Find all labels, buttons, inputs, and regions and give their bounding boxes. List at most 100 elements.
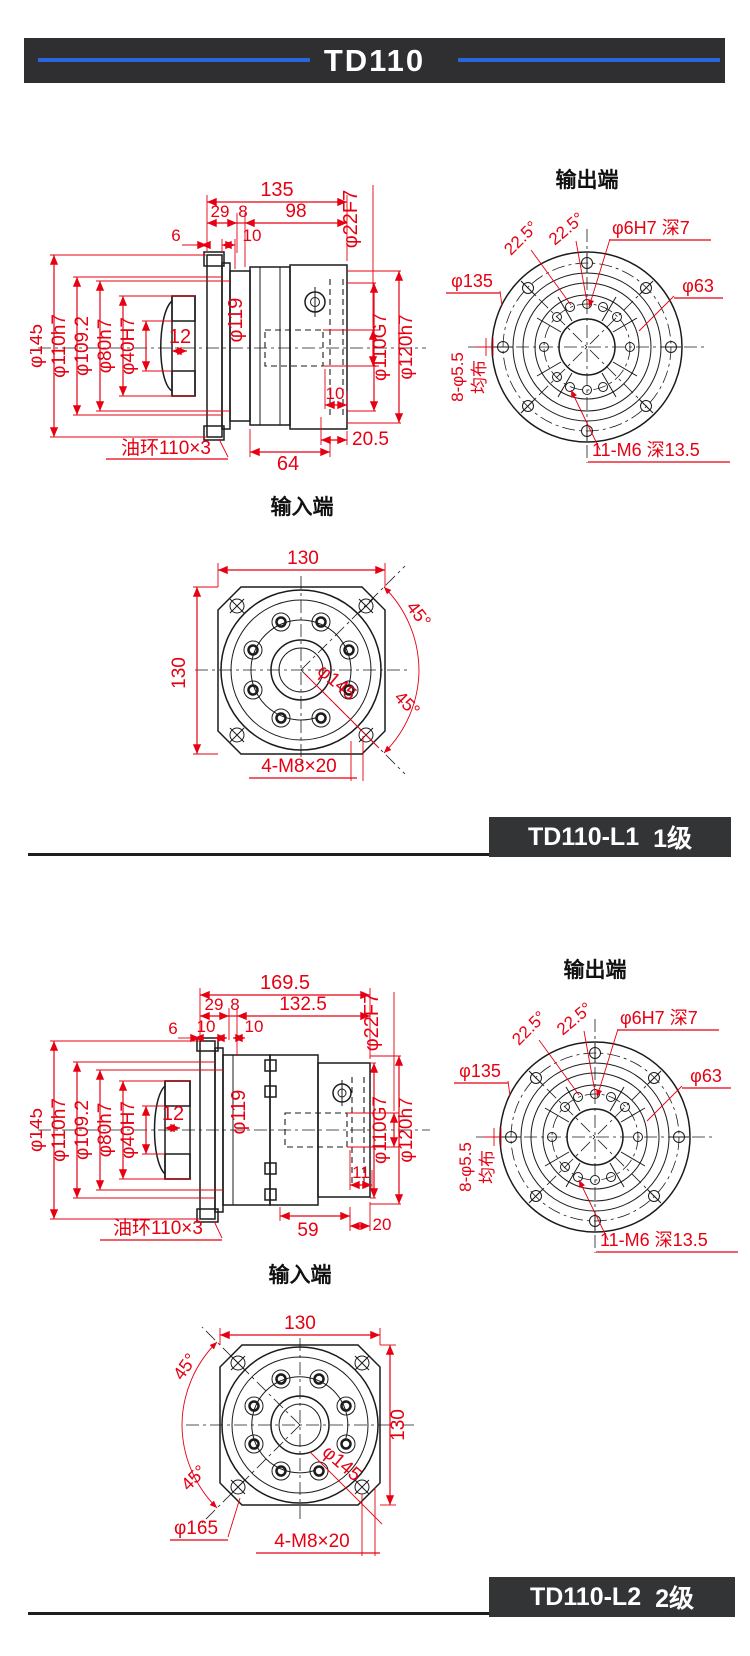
dim-b2: 20 [373,1215,392,1234]
dim-angle-a: 22.5° [508,1007,550,1049]
badge-stage: 1级 [653,825,693,853]
dim-10: 10 [243,226,262,245]
dim-dia-spigot: φ110h7 [49,1098,70,1162]
side-view-L2: 169.5 29 8 132.5 6 10 10 12 φ22F7 φ145 φ… [30,972,430,1241]
dim-dia-110g7: φ110G7 [370,1096,391,1164]
dim-6: 6 [168,1019,177,1038]
dim-dia-120h7: φ120h7 [396,314,417,379]
dim-bolt-circle: φ135 [451,271,493,291]
dim-angle-a: 45° [402,597,435,631]
dim-bolts: 4-M8×20 [261,756,337,777]
section-divider-L2 [28,1612,489,1615]
dim-dia-body: φ119 [228,1090,250,1135]
dim-angle-b: 45° [177,1461,210,1494]
dim-dia-1092: φ109.2 [72,316,93,376]
inner-tap-holes [544,1086,646,1188]
dim-holes-layout: 均布 [470,360,489,394]
dim-holes: 8-φ5.5 [456,1142,475,1192]
dim-total: 135 [260,179,293,201]
side-view-L2-dimensions: 169.5 29 8 132.5 6 10 10 12 φ22F7 φ145 φ… [30,972,417,1241]
side-view-L1: 135 29 8 98 6 10 12 φ22F7 φ145 φ110h7 φ1… [30,179,426,475]
dim-holes-layout: 均布 [478,1150,497,1184]
dim-angle-a: 45° [169,1350,201,1384]
dim-seg-c: 98 [285,201,306,222]
dim-10: 10 [197,1017,216,1036]
output-view-L2-dimensions: 22.5° 22.5° φ6H7 深7 φ135 φ63 8-φ5.5 均布 1… [454,999,738,1253]
dim-seg-c: 132.5 [279,994,327,1015]
dim-corner-dia: φ165 [174,1518,218,1539]
dim-b1: 10 [326,384,345,403]
dim-dia-1092: φ109.2 [72,1100,93,1160]
input-view-L2: 输入端 130 130 45° 45° [169,1263,414,1556]
dim-b3: 64 [277,453,299,475]
dim-dia-bore: φ40H7 [118,317,139,375]
dim-total: 169.5 [260,972,310,994]
badge-stage: 2级 [655,1585,695,1613]
input-view-L2-drawing: 输入端 [186,1263,414,1524]
oil-ring-label: 油环110×3 [121,437,211,459]
input-view-L1-drawing: 输入端 [195,495,408,775]
dim-height: 130 [388,1409,409,1441]
dim-height: 130 [169,657,190,689]
dim-angle-b: 22.5° [553,999,596,1039]
output-view-L2-drawing: 输出端 [476,958,716,1253]
dim-b1: 11 [352,1163,370,1182]
output-view-L1-dimensions: 22.5° 22.5° φ6H7 深7 φ135 φ63 8-φ5.5 均布 1… [446,209,730,463]
dim-width: 130 [284,1313,316,1334]
section-badge-L1: TD110-L1 1级 [489,817,731,857]
dim-bolt-circle: φ135 [459,1061,501,1081]
dim-dia-flange: φ145 [30,1108,47,1152]
dim-dia-bore: φ40H7 [118,1101,139,1159]
dim-bolts: 4-M8×20 [274,1531,350,1552]
dim-angle-b: 22.5° [545,209,588,249]
dim-dia-hub: φ80h7 [95,319,116,374]
dim-input-bore: φ22F7 [361,993,383,1052]
outer-bolt-holes [493,253,681,441]
dim-b2: 20.5 [352,429,389,450]
accent-line-right [458,58,720,62]
dim-seg-a: 29 [211,202,230,221]
dim-inner-dia: φ63 [682,276,714,296]
section-divider-L1 [28,853,489,856]
dim-input-bore: φ22F7 [340,190,362,249]
title-bar: TD110 [24,38,725,83]
dim-dia-110g7: φ110G7 [370,313,391,381]
badge-model: TD110-L1 [527,822,640,851]
dim-dia-hub: φ80h7 [95,1103,116,1158]
dim-b3: 59 [297,1220,318,1241]
dim-angle-b: 45° [391,687,424,720]
dim-seg-a: 29 [205,995,224,1014]
dim-seg-b: 8 [238,202,247,221]
dim-pin: φ6H7 深7 [612,218,690,238]
dim-tap: 11-M6 深13.5 [600,1230,708,1250]
accent-line-left [38,58,310,62]
dim-angle-a: 22.5° [500,217,542,259]
outer-bolt-holes [501,1043,689,1231]
dim-dia-flange: φ145 [30,324,47,368]
input-title: 输入端 [269,1263,332,1287]
dim-tap: 11-M6 深13.5 [592,440,700,460]
oil-ring-label: 油环110×3 [113,1217,203,1239]
dim-10b: 10 [245,1017,264,1036]
dim-holes: 8-φ5.5 [448,352,467,402]
input-view-L1: 输入端 130 130 45° 45° [169,495,435,781]
dim-dia-body: φ119 [225,298,247,343]
output-view-L1-drawing: 输出端 [468,168,708,463]
dim-inner-dia: φ63 [690,1066,722,1086]
dim-6: 6 [171,226,180,245]
dim-dia-120h7: φ120h7 [396,1097,417,1162]
output-view-L2: 输出端 22.5° 22.5° φ6H7 深7 φ135 φ63 8-φ [454,958,738,1253]
dim-dia-spigot: φ110h7 [49,314,70,378]
output-title: 输出端 [556,168,619,192]
input-view-L2-dimensions: 130 130 45° 45° φ145 φ165 4-M8×20 [169,1313,409,1556]
output-title: 输出端 [564,958,627,982]
input-title: 输入端 [271,495,334,519]
output-view-L1: 输出端 22.5° 22.5° φ6H7 深7 φ135 φ63 8-φ [446,168,730,463]
page-title: TD110 [323,42,426,78]
section-badge-L2: TD110-L2 2级 [489,1577,735,1617]
input-view-L1-dimensions: 130 130 45° 45° φ145 4-M8×20 [169,548,435,781]
dim-12: 12 [162,1103,184,1125]
dim-pin: φ6H7 深7 [620,1008,698,1028]
badge-model: TD110-L2 [529,1582,642,1611]
